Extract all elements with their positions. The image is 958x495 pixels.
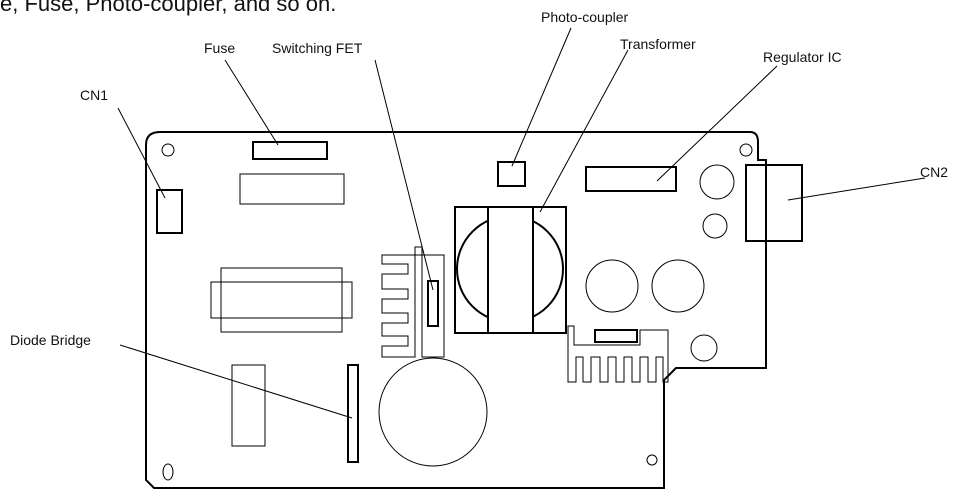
diode-bridge-label: Diode Bridge bbox=[10, 332, 91, 348]
mounting-hole-bottom-left bbox=[162, 463, 174, 481]
switching-fet-component bbox=[427, 280, 439, 327]
regulator-ic-leader bbox=[656, 65, 778, 182]
line-filter-body bbox=[220, 267, 343, 333]
pcb-outline bbox=[145, 131, 767, 489]
capacitor-small-1 bbox=[699, 164, 735, 200]
photo-coupler-label: Photo-coupler bbox=[541, 9, 629, 25]
output-rectifier bbox=[594, 329, 638, 343]
regulator-ic-label: Regulator IC bbox=[763, 49, 842, 65]
capacitor-small-2 bbox=[702, 213, 728, 239]
bulk-capacitor bbox=[378, 357, 488, 467]
transformer-label: Transformer bbox=[620, 36, 696, 52]
fuse-leader bbox=[224, 59, 279, 146]
transformer-leader bbox=[539, 49, 629, 213]
cn2-leader bbox=[787, 177, 926, 201]
fuse-component bbox=[252, 141, 328, 160]
mounting-hole-bottom-right bbox=[646, 454, 658, 466]
output-heatsink bbox=[567, 325, 669, 383]
capacitor-output-2 bbox=[651, 259, 705, 313]
capacitor-small-3 bbox=[690, 334, 718, 362]
mounting-hole-top-right bbox=[739, 143, 753, 157]
photo-coupler-leader bbox=[511, 27, 572, 167]
switching-fet-label: Switching FET bbox=[272, 40, 363, 56]
cn1-label: CN1 bbox=[80, 87, 108, 103]
diode-bridge-component bbox=[347, 364, 359, 463]
mounting-hole-top-left bbox=[161, 143, 175, 157]
photo-coupler-component bbox=[497, 161, 526, 187]
cn1-leader bbox=[117, 107, 166, 199]
regulator-ic-component bbox=[585, 166, 677, 192]
diode-bridge-leader bbox=[119, 344, 353, 419]
switching-fet-leader bbox=[374, 59, 434, 291]
top-caption: e, Fuse, Photo-coupler, and so on. bbox=[0, 0, 337, 16]
line-filter-core bbox=[210, 281, 353, 319]
transformer-bobbin-fill bbox=[487, 206, 534, 334]
cn1-connector bbox=[156, 189, 183, 234]
cn2-connector bbox=[745, 164, 803, 242]
fuse-label: Fuse bbox=[204, 40, 235, 56]
capacitor-output-1 bbox=[585, 259, 639, 313]
cn2-label: CN2 bbox=[920, 164, 948, 180]
capacitor-film bbox=[231, 364, 266, 447]
fet-heatsink bbox=[381, 246, 445, 358]
resistor-block bbox=[239, 173, 345, 205]
